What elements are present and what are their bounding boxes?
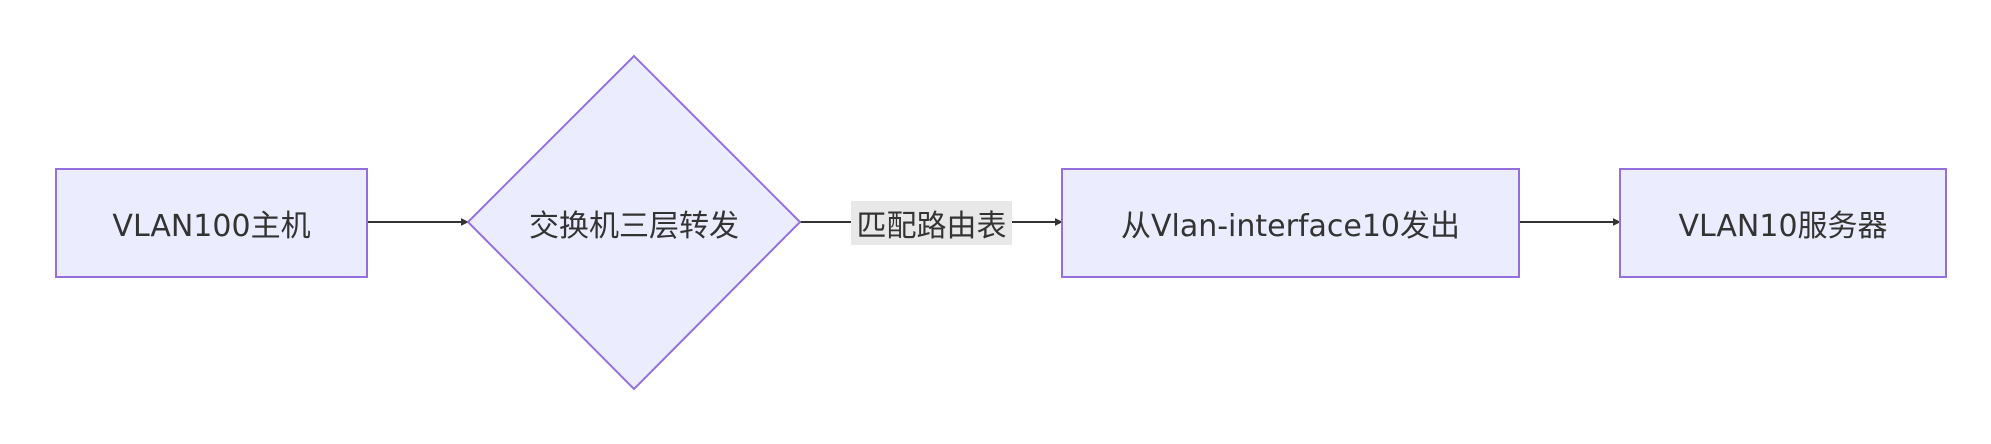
node-host-label: VLAN100主机 — [112, 209, 311, 244]
node-server-box — [1619, 168, 1947, 278]
node-server-label: VLAN10服务器 — [1678, 209, 1888, 244]
node-egress-label: 从Vlan-interface10发出 — [1120, 209, 1461, 244]
node-switch-diamond — [466, 54, 802, 391]
node-egress-box — [1061, 168, 1520, 278]
node-host-box — [55, 168, 368, 278]
node-switch-label: 交换机三层转发 — [529, 209, 739, 244]
edge-label-match-route-table: 匹配路由表 — [851, 201, 1012, 245]
